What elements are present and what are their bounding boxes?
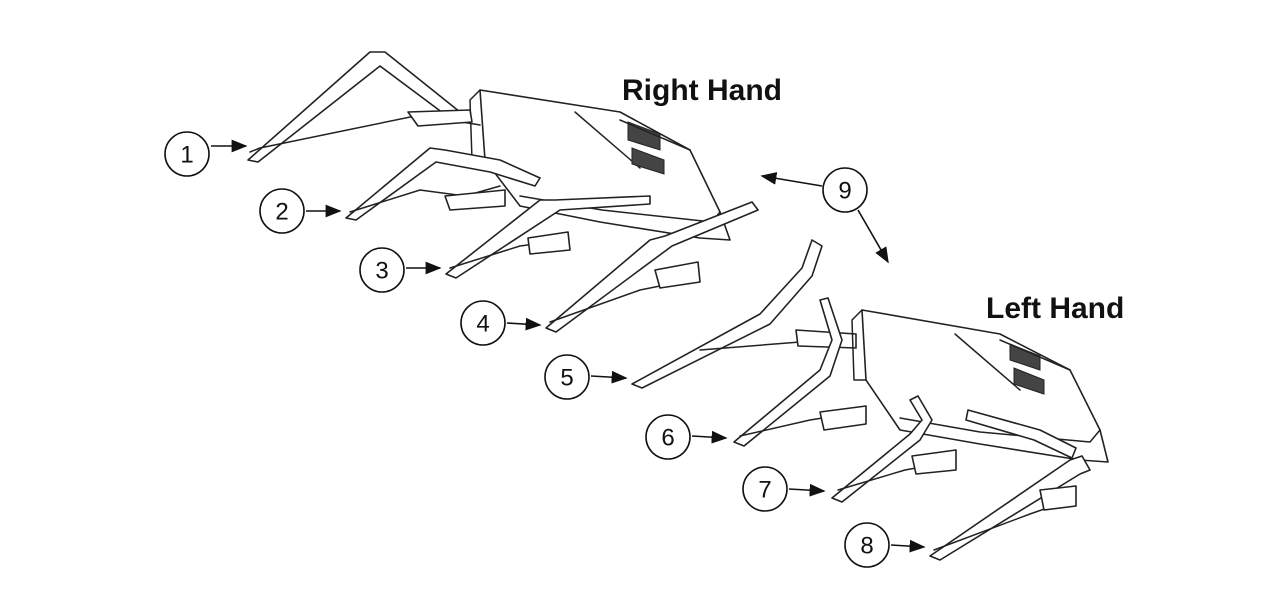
callout-7: 7 bbox=[742, 466, 826, 512]
callout-8-label: 8 bbox=[860, 533, 873, 560]
callout-6: 6 bbox=[645, 414, 728, 460]
callout-4-label: 4 bbox=[476, 311, 489, 338]
callout-2-label: 2 bbox=[275, 199, 288, 226]
callout-4: 4 bbox=[460, 300, 542, 346]
left-hand-assembly bbox=[733, 297, 1109, 561]
callout-9-label: 9 bbox=[838, 178, 851, 205]
callout-3: 3 bbox=[359, 247, 442, 293]
left-hand-title: Left Hand bbox=[986, 292, 1124, 325]
callout-9: 9 bbox=[760, 167, 889, 264]
right-hand-title: Right Hand bbox=[622, 74, 782, 107]
callout-8: 8 bbox=[844, 522, 926, 568]
callout-1: 1 bbox=[164, 131, 248, 177]
callout-5: 5 bbox=[544, 354, 628, 400]
callout-6-label: 6 bbox=[661, 425, 674, 452]
callout-1-label: 1 bbox=[180, 142, 193, 169]
callout-5-label: 5 bbox=[560, 365, 573, 392]
callout-3-label: 3 bbox=[375, 258, 388, 285]
callout-2: 2 bbox=[259, 188, 342, 234]
right-hand-assembly bbox=[247, 51, 759, 333]
callout-7-label: 7 bbox=[758, 477, 771, 504]
